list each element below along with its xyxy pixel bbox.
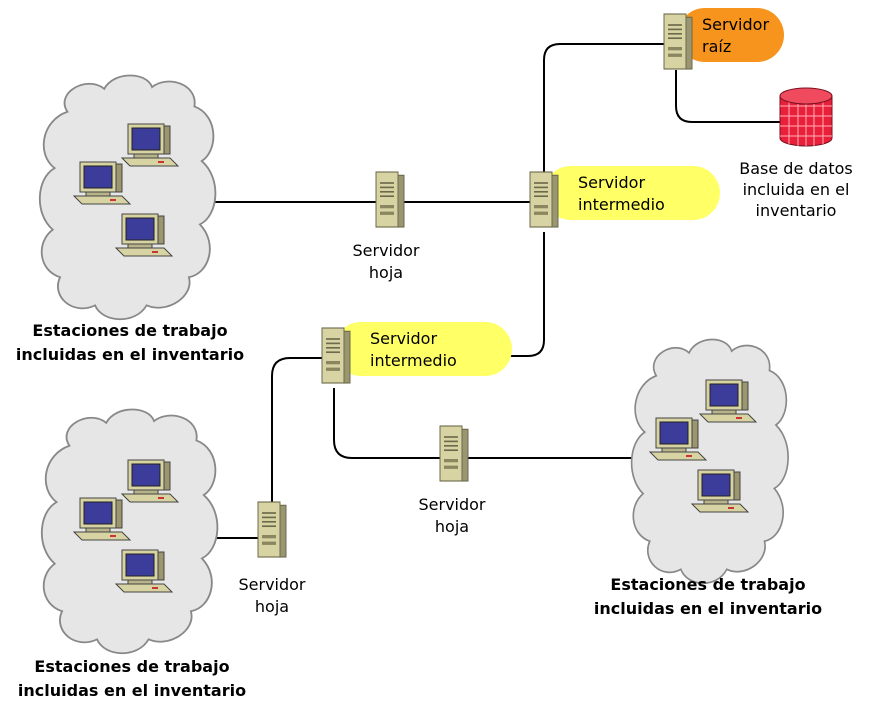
server-icon [375,171,405,228]
workstation-icon [699,379,757,423]
intermediate-server-2-label-1: Servidor [370,329,437,348]
workstation-icon [691,469,749,513]
server-icon [529,171,559,228]
database-label-2: incluida en el [743,180,850,199]
leaf-server-3-label-1: Servidor [238,575,305,594]
intermediate-server-2-label-2: intermedio [370,351,457,370]
server-icon [321,327,351,384]
link-intermediate1-intermediate2 [356,232,545,357]
workstations-3-label-1: Estaciones de trabajo [610,575,805,594]
root-server-label-1: Servidor [702,15,769,34]
root-server: Servidor raíz [663,8,784,70]
intermediate-server-2: Servidor intermedio [321,322,512,384]
workstation-icon [73,497,131,541]
database: Base de datos incluida en el inventario [739,87,853,220]
intermediate-server-badge [334,322,512,376]
workstations-1-label-2: incluidas en el inventario [16,345,244,364]
workstation-icon [121,123,179,167]
server-icon [663,13,693,70]
leaf-server-1-label-1: Servidor [352,241,419,260]
intermediate-server-1-label-1: Servidor [578,173,645,192]
workstation-icon [121,459,179,503]
workstation-icon [115,213,173,257]
leaf-server-1-label-2: hoja [369,263,403,282]
database-label-3: inventario [756,201,837,220]
leaf-server-1: Servidor hoja [352,171,420,282]
link-intermediate2-leaf2 [333,388,440,459]
database-label-1: Base de datos [739,159,853,178]
workstations-3-label-2: incluidas en el inventario [594,599,822,618]
root-server-label-2: raíz [702,37,731,56]
leaf-server-3-label-2: hoja [255,597,289,616]
leaf-server-2: Servidor hoja [418,425,486,536]
leaf-server-2-label-2: hoja [435,517,469,536]
link-root-database [675,70,780,123]
workstations-2-label-1: Estaciones de trabajo [34,657,229,676]
intermediate-server-badge [544,166,720,220]
connection-lines [198,43,780,539]
link-intermediate2-leaf3 [271,357,326,502]
workstation-icon [649,417,707,461]
workstations-1-label-1: Estaciones de trabajo [32,321,227,340]
leaf-server-3: Servidor hoja [238,501,306,616]
database-icon [779,87,833,147]
server-icon [439,425,469,482]
leaf-server-2-label-1: Servidor [418,495,485,514]
workstation-icon [115,549,173,593]
root-server-badge [678,8,784,62]
workstation-cloud-3 [630,338,790,585]
workstation-icon [73,161,131,205]
workstation-cloud-2 [40,408,219,655]
intermediate-server-1-label-2: intermedio [578,195,665,214]
link-root-intermediate1 [543,43,664,176]
server-icon [257,501,287,558]
intermediate-server-1: Servidor intermedio [529,166,720,228]
workstation-cloud-1 [38,74,217,321]
workstations-2-label-2: incluidas en el inventario [18,681,246,700]
